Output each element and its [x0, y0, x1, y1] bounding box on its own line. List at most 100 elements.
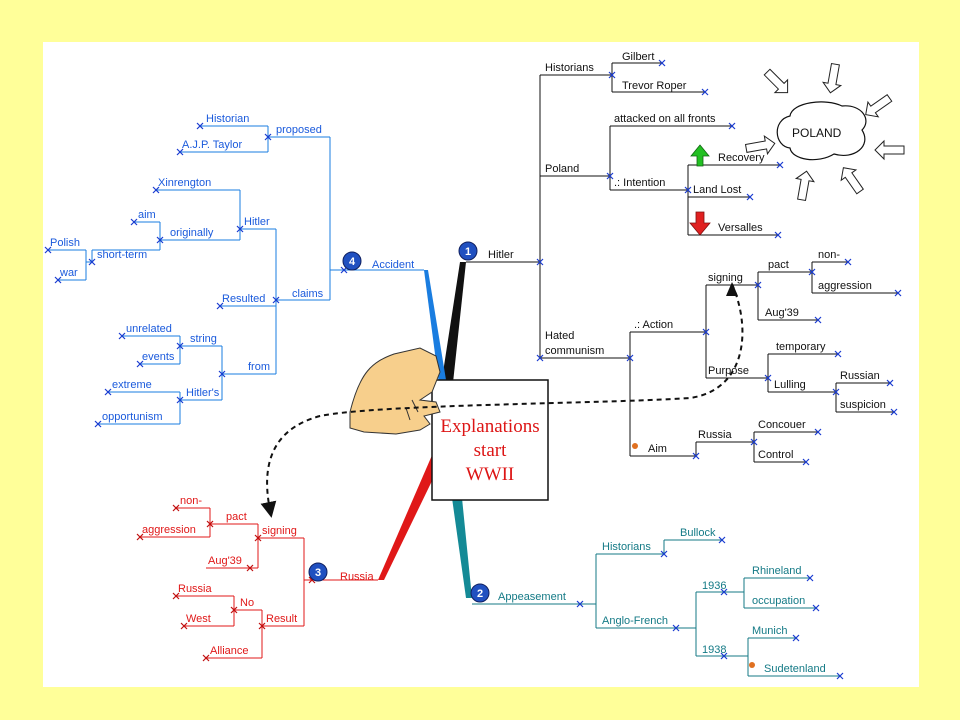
- node-russia-3[interactable]: Russia: [340, 571, 375, 583]
- node-aug39-3[interactable]: Aug'39: [208, 555, 242, 567]
- node-aggression-1[interactable]: aggression: [818, 280, 872, 292]
- node-1936[interactable]: 1936: [702, 580, 726, 592]
- node-anglo-french[interactable]: Anglo-French: [602, 615, 668, 627]
- node-aggression-3[interactable]: aggression: [142, 524, 196, 536]
- node-action[interactable]: .: Action: [634, 319, 673, 331]
- node-trevor-roper[interactable]: Trevor Roper: [622, 80, 687, 92]
- mind-map-diagram: Explanations start WWII: [44, 51, 905, 680]
- node-ajp-taylor[interactable]: A.J.P. Taylor: [182, 139, 242, 151]
- node-xinrengton[interactable]: Xinrengton: [158, 177, 211, 189]
- node-land-lost[interactable]: Land Lost: [693, 184, 741, 196]
- badge-1: 1: [458, 241, 478, 261]
- branch-russia-labels: Russia signing pact non- aggression Aug'…: [142, 495, 375, 657]
- node-temporary[interactable]: temporary: [776, 341, 826, 353]
- node-hitlers[interactable]: Hitler's: [186, 387, 220, 399]
- node-result[interactable]: Result: [266, 613, 297, 625]
- node-recovery[interactable]: Recovery: [718, 152, 765, 164]
- branch-hitler-labels: Hitler Historians Gilbert Trevor Roper P…: [488, 51, 886, 461]
- node-aug39-1[interactable]: Aug'39: [765, 307, 799, 319]
- node-gilbert[interactable]: Gilbert: [622, 51, 654, 63]
- branch-accident: [48, 125, 424, 425]
- node-appeasement[interactable]: Appeasement: [498, 591, 566, 603]
- node-russian[interactable]: Russian: [840, 370, 880, 382]
- node-non-3[interactable]: non-: [180, 495, 202, 507]
- node-signing-1[interactable]: signing: [708, 272, 743, 284]
- node-from[interactable]: from: [248, 361, 270, 373]
- node-communism[interactable]: communism: [545, 345, 604, 357]
- badge-3: 3: [308, 562, 328, 582]
- node-munich[interactable]: Munich: [752, 625, 787, 637]
- central-topic[interactable]: Explanations start WWII: [431, 379, 549, 501]
- node-occupation[interactable]: occupation: [752, 595, 805, 607]
- node-rhineland[interactable]: Rhineland: [752, 565, 802, 577]
- stem-teal: [452, 498, 472, 598]
- node-bullock[interactable]: Bullock: [680, 527, 716, 539]
- node-claims[interactable]: claims: [292, 288, 324, 300]
- node-hitler[interactable]: Hitler: [488, 249, 514, 261]
- node-accident[interactable]: Accident: [372, 259, 414, 271]
- central-title-line-3: WWII: [466, 464, 515, 485]
- branch-accident-markers: [44, 122, 348, 428]
- node-aim-1[interactable]: Aim: [648, 443, 667, 455]
- node-hated[interactable]: Hated: [545, 330, 574, 342]
- node-russia-1[interactable]: Russia: [698, 429, 733, 441]
- stem-blue: [424, 270, 448, 392]
- branch-appeasement-labels: Appeasement Historians Bullock Anglo-Fre…: [498, 527, 826, 675]
- node-suspicion[interactable]: suspicion: [840, 399, 886, 411]
- node-intention[interactable]: .: Intention: [614, 177, 665, 189]
- node-unrelated[interactable]: unrelated: [126, 323, 172, 335]
- branch-accident-labels: Accident proposed Historian A.J.P. Taylo…: [50, 113, 414, 423]
- node-poland[interactable]: Poland: [545, 163, 579, 175]
- node-pact-3[interactable]: pact: [226, 511, 247, 523]
- central-title-line-1: Explanations: [440, 416, 539, 437]
- badge-4: 4: [342, 251, 362, 271]
- node-historians-1[interactable]: Historians: [545, 62, 594, 74]
- node-hitler-4[interactable]: Hitler: [244, 216, 270, 228]
- mind-map-canvas: Explanations start WWII: [43, 42, 919, 687]
- svg-text:3: 3: [315, 567, 321, 579]
- node-alliance[interactable]: Alliance: [210, 645, 249, 657]
- node-string[interactable]: string: [190, 333, 217, 345]
- node-short-term[interactable]: short-term: [97, 249, 147, 261]
- poland-cloud: POLAND: [776, 101, 867, 161]
- node-1938[interactable]: 1938: [702, 644, 726, 656]
- node-pact-1[interactable]: pact: [768, 259, 789, 271]
- stem-red: [378, 446, 446, 580]
- node-lulling[interactable]: Lulling: [774, 379, 806, 391]
- branch-russia: [140, 507, 378, 659]
- node-purpose[interactable]: Purpose: [708, 365, 749, 377]
- node-resulted[interactable]: Resulted: [222, 293, 265, 305]
- node-control[interactable]: Control: [758, 449, 793, 461]
- branch-appeasement: [472, 539, 840, 677]
- central-title-line-2: start: [474, 440, 507, 461]
- poland-label: POLAND: [792, 126, 842, 140]
- node-sudetenland[interactable]: Sudetenland: [764, 663, 826, 675]
- node-polish[interactable]: Polish: [50, 237, 80, 249]
- node-historians-2[interactable]: Historians: [602, 541, 651, 553]
- arrow-icon: [874, 139, 905, 161]
- node-concouer[interactable]: Concouer: [758, 419, 806, 431]
- relationship-dashed-arrow: [260, 283, 744, 518]
- node-russia-3b[interactable]: Russia: [178, 583, 213, 595]
- node-west[interactable]: West: [186, 613, 211, 625]
- recovery-up-arrow-icon: [690, 144, 710, 167]
- node-non-1[interactable]: non-: [818, 249, 840, 261]
- node-aim-4[interactable]: aim: [138, 209, 156, 221]
- node-signing-3[interactable]: signing: [262, 525, 297, 537]
- node-historian[interactable]: Historian: [206, 113, 249, 125]
- node-proposed[interactable]: proposed: [276, 124, 322, 136]
- arrow-icon: [763, 68, 789, 94]
- badge-2: 2: [470, 583, 490, 603]
- node-originally[interactable]: originally: [170, 227, 214, 239]
- arrow-icon: [744, 134, 776, 156]
- node-extreme[interactable]: extreme: [112, 379, 152, 391]
- node-opportunism[interactable]: opportunism: [102, 411, 163, 423]
- svg-text:1: 1: [465, 246, 471, 258]
- poland-arrows: [744, 62, 905, 202]
- arrow-icon: [840, 167, 865, 195]
- node-war[interactable]: war: [59, 267, 78, 279]
- node-events[interactable]: events: [142, 351, 175, 363]
- node-no[interactable]: No: [240, 597, 254, 609]
- node-versalles[interactable]: Versalles: [718, 222, 763, 234]
- node-attacked[interactable]: attacked on all fronts: [614, 113, 716, 125]
